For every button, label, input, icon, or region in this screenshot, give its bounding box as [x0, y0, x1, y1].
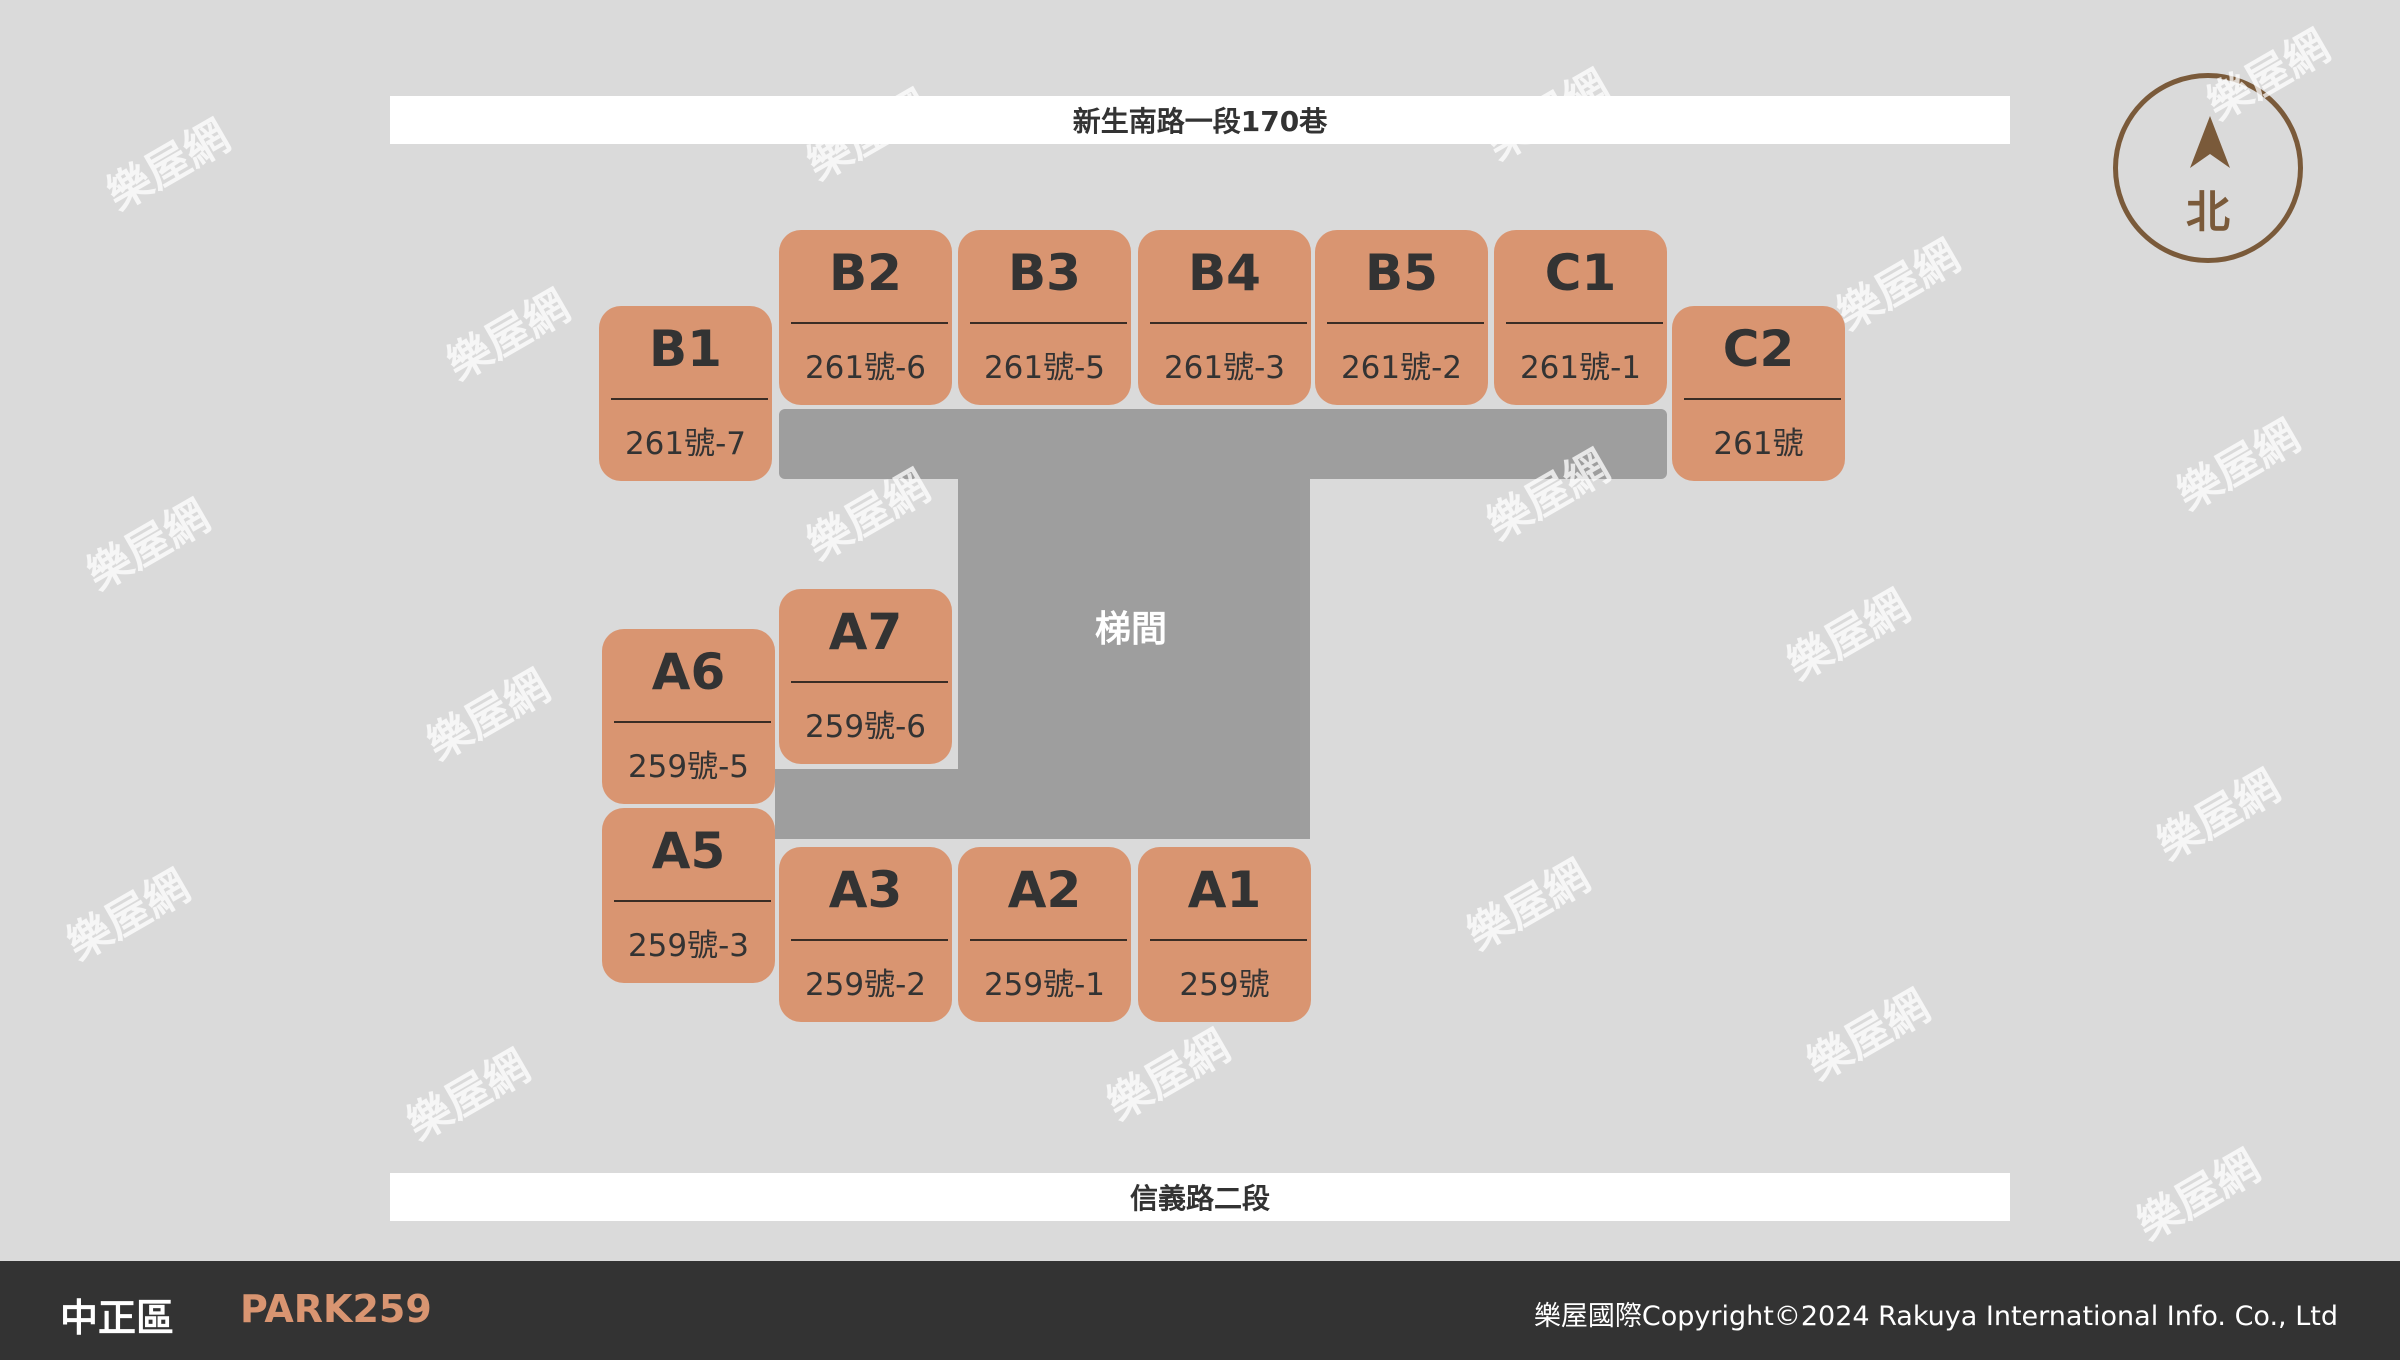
unit-address: 261號-3: [1163, 350, 1286, 386]
watermark: 樂屋網: [1778, 580, 1919, 691]
unit-address: 261號-5: [983, 350, 1106, 386]
unit-address: 261號-7: [624, 426, 747, 462]
stairwell-label: 梯間: [1094, 609, 1167, 650]
unit-address: 259號: [1179, 967, 1270, 1003]
watermark: 樂屋網: [398, 1040, 539, 1151]
unit-a3[interactable]: A3 259號-2: [779, 847, 952, 1022]
divider: [611, 398, 768, 400]
unit-a1[interactable]: A1 259號: [1138, 847, 1311, 1022]
watermark: 樂屋網: [1098, 1020, 1239, 1131]
unit-address: 261號-1: [1519, 350, 1642, 386]
divider: [791, 681, 948, 683]
unit-a5[interactable]: A5 259號-3: [602, 808, 775, 983]
divider: [791, 939, 948, 941]
north-road-label: 新生南路一段170巷: [390, 96, 2010, 144]
watermark: 樂屋網: [58, 860, 199, 971]
watermark: 樂屋網: [418, 660, 559, 771]
watermark: 樂屋網: [78, 490, 219, 601]
upper-corridor: [779, 409, 1667, 479]
north-label: 北: [2186, 187, 2230, 238]
watermark: 樂屋網: [98, 110, 239, 221]
unit-c2[interactable]: C2 261號: [1672, 306, 1845, 481]
unit-b3[interactable]: B3 261號-5: [958, 230, 1131, 405]
unit-b4[interactable]: B4 261號-3: [1138, 230, 1311, 405]
unit-address: 261號-6: [804, 350, 927, 386]
unit-b5[interactable]: B5 261號-2: [1315, 230, 1488, 405]
unit-code: C2: [1722, 320, 1795, 378]
divider: [1150, 322, 1307, 324]
divider: [1506, 322, 1663, 324]
unit-code: B5: [1365, 244, 1438, 302]
unit-a2[interactable]: A2 259號-1: [958, 847, 1131, 1022]
unit-address: 261號-2: [1340, 350, 1463, 386]
unit-code: A1: [1187, 861, 1262, 919]
watermark: 樂屋網: [438, 280, 579, 391]
unit-address: 259號-6: [804, 709, 927, 745]
unit-code: A6: [651, 643, 726, 701]
unit-code: A2: [1007, 861, 1082, 919]
watermark: 樂屋網: [1798, 980, 1939, 1091]
divider: [614, 721, 771, 723]
divider: [1150, 939, 1307, 941]
unit-address: 259號-3: [627, 928, 750, 964]
district-label: 中正區: [60, 1296, 175, 1340]
unit-code: B1: [649, 320, 722, 378]
watermark: 樂屋網: [2168, 410, 2309, 521]
copyright: 樂屋國際Copyright©2024 Rakuya International …: [1533, 1301, 2338, 1332]
unit-address: 261號: [1713, 426, 1804, 462]
unit-c1[interactable]: C1 261號-1: [1494, 230, 1667, 405]
divider: [1327, 322, 1484, 324]
unit-code: A3: [828, 861, 903, 919]
divider: [614, 900, 771, 902]
lower-corridor: [775, 769, 1310, 839]
divider: [1684, 398, 1841, 400]
unit-code: B2: [829, 244, 902, 302]
project-name: PARK259: [240, 1287, 432, 1331]
divider: [970, 939, 1127, 941]
footer: 中正區 PARK259 樂屋國際Copyright©2024 Rakuya In…: [0, 1261, 2400, 1360]
divider: [970, 322, 1127, 324]
watermark: 樂屋網: [1458, 850, 1599, 961]
south-road-label: 信義路二段: [390, 1173, 2010, 1221]
north-arrow-icon: [2190, 116, 2230, 168]
unit-code: B4: [1188, 244, 1261, 302]
unit-code: A5: [651, 822, 726, 880]
watermark: 樂屋網: [2128, 1140, 2269, 1251]
unit-a7[interactable]: A7 259號-6: [779, 589, 952, 764]
unit-code: A7: [828, 603, 903, 661]
unit-b1[interactable]: B1 261號-7: [599, 306, 772, 481]
watermark: 樂屋網: [2148, 760, 2289, 871]
unit-address: 259號-5: [627, 749, 750, 785]
unit-code: C1: [1544, 244, 1617, 302]
unit-a6[interactable]: A6 259號-5: [602, 629, 775, 804]
divider: [791, 322, 948, 324]
unit-address: 259號-2: [804, 967, 927, 1003]
unit-b2[interactable]: B2 261號-6: [779, 230, 952, 405]
unit-code: B3: [1008, 244, 1081, 302]
north-compass: 北: [2113, 73, 2303, 263]
unit-address: 259號-1: [983, 967, 1106, 1003]
